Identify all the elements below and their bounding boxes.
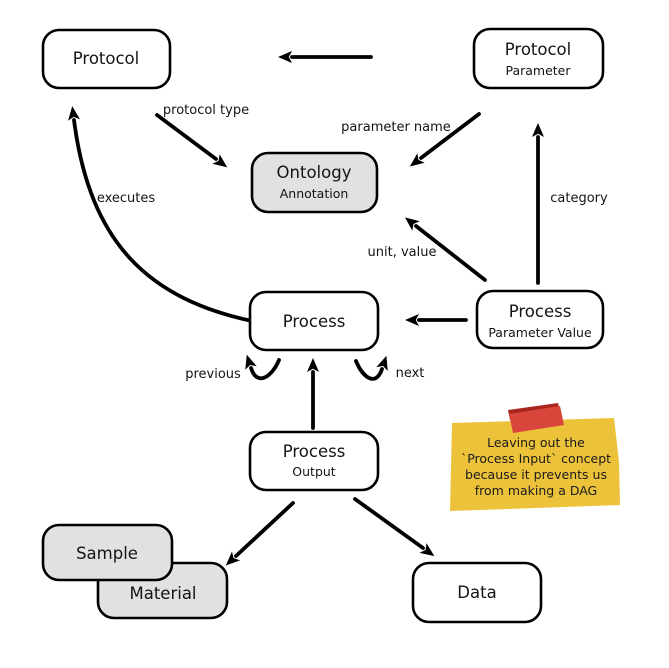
node-sample-box [41,523,174,582]
node-process-output-box [248,430,380,492]
node-process: Process [248,290,380,352]
edge-label-category: category [550,191,608,206]
node-protocol-box [41,28,172,90]
edge-output-to-data-arrow [353,497,435,557]
sticky-note: Leaving out the `Process Input` concept … [450,403,620,511]
edge-next-arrow [354,355,388,381]
node-protocol-parameter: Protocol Parameter [472,27,605,90]
node-process-parameter-value-title: Process [509,302,572,321]
edge-previous-arrow [245,354,281,381]
node-protocol: Protocol [41,28,172,90]
node-process-output-title: Process [283,442,346,461]
node-process-parameter-value-box [475,289,605,350]
node-ontology-annotation: Ontology Annotation [250,151,379,214]
node-process-title: Process [283,312,346,331]
node-protocol-parameter-box [472,27,605,90]
edge-label-protocol-type: protocol type [163,103,249,118]
node-process-box [248,290,380,352]
node-process-output: Process Output [248,430,380,492]
sticky-note-line-2: `Process Input` concept [461,451,611,466]
node-sample: Sample [41,523,174,582]
edge-executes-arrow [68,106,254,323]
node-protocol-title: Protocol [73,49,140,68]
edge-protocol-type-arrow [155,113,228,168]
node-process-parameter-value: Process Parameter Value [475,289,605,350]
node-ontology-annotation-subtitle: Annotation [280,186,349,201]
node-ontology-annotation-box [250,151,379,214]
edge-output-to-material-arrow [225,501,295,566]
sticky-note-line-4: from making a DAG [475,483,598,498]
node-data-box [411,561,543,624]
node-data: Data [411,561,543,624]
node-sample-title: Sample [76,544,138,563]
sticky-note-tape-icon [509,406,564,433]
node-protocol-parameter-subtitle: Parameter [505,63,571,78]
node-ontology-annotation-title: Ontology [277,163,352,182]
edge-parameter-name-arrow [409,112,481,167]
edge-label-parameter-name: parameter name [341,120,451,135]
node-process-parameter-value-subtitle: Parameter Value [488,325,592,340]
edge-label-executes: executes [97,191,156,206]
node-data-title: Data [457,583,496,602]
node-material-title: Material [129,584,196,603]
edge-label-next: next [396,366,425,381]
sticky-note-body [450,418,620,511]
sticky-note-line-3: because it prevents us [465,467,607,482]
edge-label-unit-value: unit, value [368,245,437,260]
edge-unit-value-arrow [404,217,487,282]
node-protocol-parameter-title: Protocol [505,40,572,59]
sticky-note-line-1: Leaving out the [487,435,585,450]
node-process-output-subtitle: Output [292,464,336,479]
edge-label-previous: previous [185,367,241,382]
